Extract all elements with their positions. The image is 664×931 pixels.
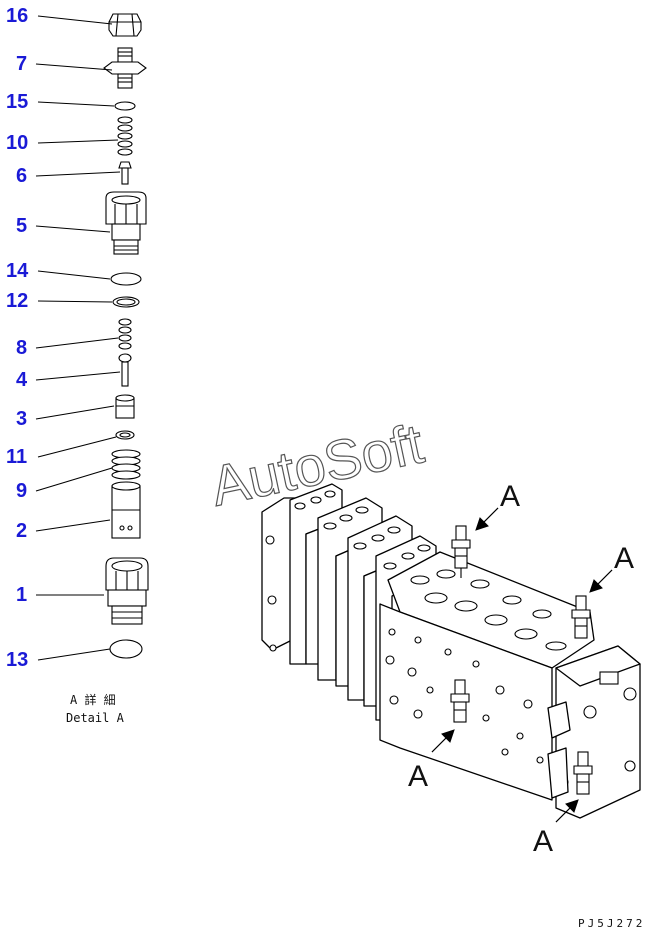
leader-line-8	[35, 337, 119, 349]
relief-valve-top	[451, 525, 471, 578]
leader-line-14	[37, 270, 111, 280]
view-label-a: A	[533, 825, 553, 858]
leader-line-3	[35, 405, 115, 420]
callout-number-11: 11	[6, 446, 27, 468]
leader-line-4	[35, 371, 121, 381]
leader-line-9	[35, 467, 113, 492]
part-8-spring	[118, 318, 132, 350]
view-arrow-front	[431, 729, 455, 753]
part-12-backup-ring	[112, 296, 140, 308]
leader-line-16	[37, 15, 113, 25]
part-4-pin	[118, 353, 132, 387]
callout-number-15: 15	[6, 91, 28, 113]
part-10-spring	[117, 116, 133, 156]
exploded-parts-stack	[103, 13, 149, 659]
leader-line-5	[35, 225, 111, 233]
relief-valve-front	[450, 679, 470, 723]
callout-number-10: 10	[6, 132, 28, 154]
callout-number-8: 8	[16, 337, 27, 359]
callout-number-2: 2	[16, 520, 27, 542]
callout-number-7: 7	[16, 53, 27, 75]
callout-number-16: 16	[6, 5, 28, 27]
part-5-valve-body	[105, 191, 147, 255]
callout-leaders	[35, 15, 121, 661]
callout-number-4: 4	[16, 369, 28, 391]
leader-line-12	[37, 300, 113, 303]
callout-number-14: 14	[6, 260, 29, 282]
part-13-o-ring	[109, 639, 143, 659]
view-arrow-right	[589, 569, 613, 593]
part-14-o-ring	[110, 272, 142, 286]
leader-line-10	[37, 139, 119, 144]
leader-line-6	[35, 171, 121, 177]
view-arrow-top	[475, 507, 499, 531]
part-3-sleeve	[115, 394, 135, 419]
part-6-poppet	[118, 161, 132, 185]
part-11-ring	[115, 430, 135, 440]
part-9-spring	[111, 449, 141, 480]
part-2-piston	[111, 481, 141, 539]
part-7-plug	[103, 47, 147, 89]
view-labels: A A A A	[408, 480, 634, 858]
view-label-a: A	[500, 480, 520, 513]
view-arrow-lower	[555, 799, 579, 823]
relief-valve-lower	[573, 751, 593, 795]
detail-caption-en: Detail A	[66, 711, 125, 725]
detail-caption-jp: A 詳 細	[70, 692, 116, 707]
relief-valve-right	[571, 595, 591, 639]
part-1-valve-housing	[105, 557, 149, 625]
callout-number-6: 6	[16, 165, 27, 187]
control-valve-assembly	[261, 483, 641, 823]
callout-numbers: 16 7 15 10 6 5 14 12 8 4 3 11 9 2 1 13	[6, 5, 29, 671]
callout-number-1: 1	[16, 584, 27, 606]
part-15-o-ring	[114, 101, 136, 111]
leader-line-7	[35, 63, 113, 71]
view-label-a: A	[408, 760, 428, 793]
leader-line-2	[35, 519, 111, 532]
callout-number-13: 13	[6, 649, 28, 671]
view-label-a: A	[614, 542, 634, 575]
callout-number-12: 12	[6, 290, 28, 312]
leader-line-11	[37, 436, 117, 458]
leader-line-15	[37, 101, 115, 107]
callout-number-3: 3	[16, 408, 27, 430]
callout-number-5: 5	[16, 215, 27, 237]
leader-line-13	[37, 648, 111, 661]
drawing-code: PJ5J272	[578, 917, 645, 930]
part-16-cap-nut	[108, 13, 142, 37]
callout-number-9: 9	[16, 480, 27, 502]
